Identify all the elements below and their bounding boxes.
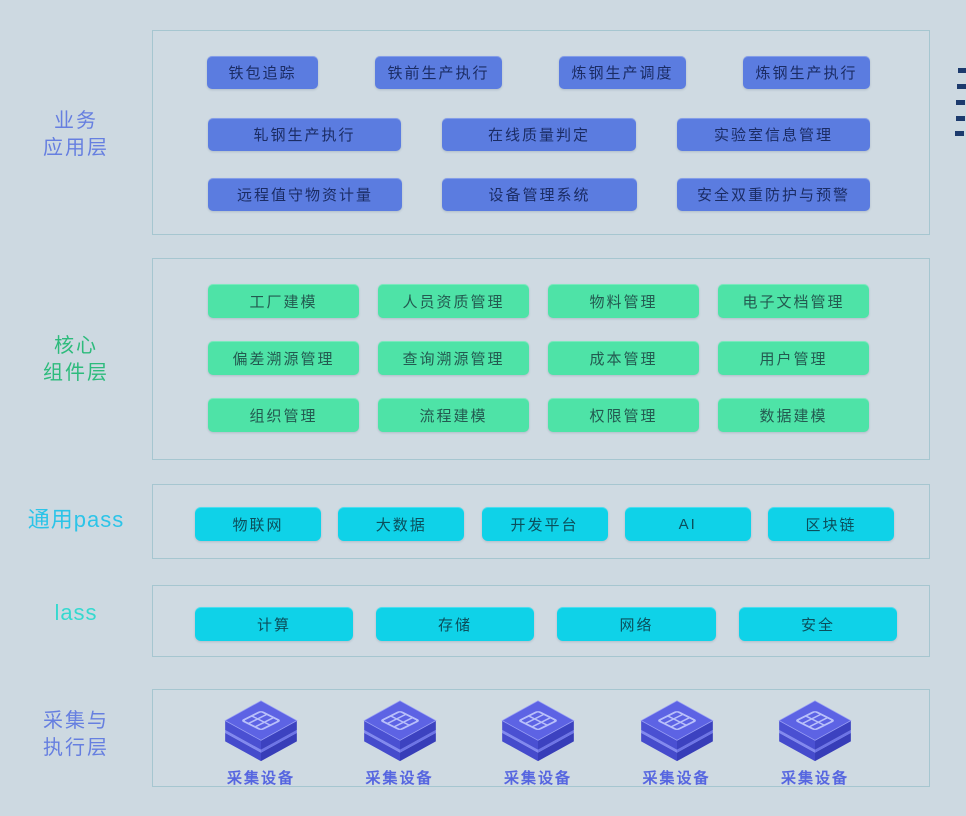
module-button[interactable]: 区块链 [768,507,894,541]
edge-dash-icon [957,84,966,89]
device-label: 采集设备 [226,770,295,787]
module-button[interactable]: 工厂建模 [208,284,359,318]
module-button[interactable]: 网络 [557,607,716,641]
edge-dash-icon [958,68,966,73]
module-button[interactable]: 人员资质管理 [378,284,529,318]
business-layer-label-line2: 应用层 [43,137,109,159]
module-button[interactable]: 数据建模 [718,398,869,432]
module-button[interactable]: 权限管理 [548,398,699,432]
module-button[interactable]: 设备管理系统 [442,178,637,211]
business-row-1: 铁包追踪 铁前生产执行 炼钢生产调度 炼钢生产执行 [207,56,870,89]
module-button[interactable]: 成本管理 [548,341,699,375]
module-button[interactable]: 开发平台 [481,507,608,541]
device-cube-icon [501,700,575,762]
core-layer-label-line1: 核心 [54,335,98,357]
iaas-row: 计算 存储 网络 安全 [195,607,897,641]
module-button[interactable]: 用户管理 [718,341,869,375]
edge-dash-icon [956,100,965,105]
device-layer-panel: 采集设备 采集设 [152,689,930,787]
module-button[interactable]: 安全双重防护与预警 [677,178,870,211]
module-button[interactable]: 炼钢生产调度 [559,56,686,89]
module-button[interactable]: 炼钢生产执行 [743,56,870,89]
business-row-3: 远程值守物资计量 设备管理系统 安全双重防护与预警 [208,178,870,211]
module-button[interactable]: 流程建模 [378,398,529,432]
core-layer-label-line2: 组件层 [43,362,109,384]
core-row-1: 工厂建模 人员资质管理 物料管理 电子文档管理 [208,284,869,318]
module-button[interactable]: 大数据 [338,507,465,541]
module-button[interactable]: 组织管理 [208,398,359,432]
module-button[interactable]: 轧钢生产执行 [208,118,401,151]
device-cube-icon [224,700,298,762]
module-button[interactable]: 安全 [739,607,897,641]
module-button[interactable]: AI [624,507,751,541]
device-item[interactable]: 采集设备 [213,697,309,788]
module-button[interactable]: 物联网 [195,507,321,541]
module-button[interactable]: 在线质量判定 [442,118,636,151]
paas-layer-panel: 物联网 大数据 开发平台 AI 区块链 [152,484,930,559]
device-layer-label-line1: 采集与 [43,710,109,732]
business-layer-label-line1: 业务 [54,110,98,132]
module-button[interactable]: 远程值守物资计量 [208,178,402,211]
module-button[interactable]: 计算 [195,607,353,641]
device-item[interactable]: 采集设备 [490,697,586,788]
edge-dash-icon [956,116,965,121]
device-label: 采集设备 [365,770,434,787]
core-layer-label: 核心 组件层 [0,333,152,387]
iaas-layer-panel: 计算 存储 网络 安全 [152,585,930,657]
device-cube-icon [362,700,437,762]
device-cube-icon [639,700,714,762]
business-layer-label: 业务 应用层 [0,108,152,162]
device-cube-icon [778,700,852,762]
business-layer-panel: 铁包追踪 铁前生产执行 炼钢生产调度 炼钢生产执行 轧钢生产执行 在线质量判定 … [152,30,930,235]
device-row: 采集设备 采集设 [213,697,863,788]
module-button[interactable]: 查询溯源管理 [378,341,529,375]
edge-dash-icon [955,131,964,136]
iaas-layer-label: lass [54,600,98,625]
device-item[interactable]: 采集设备 [767,697,863,788]
device-label: 采集设备 [780,770,849,787]
paas-row: 物联网 大数据 开发平台 AI 区块链 [195,507,894,541]
core-row-3: 组织管理 流程建模 权限管理 数据建模 [208,398,869,432]
module-button[interactable]: 偏差溯源管理 [208,341,359,375]
module-button[interactable]: 铁包追踪 [207,56,318,89]
paas-layer-label: 通用pass [27,507,125,532]
module-button[interactable]: 物料管理 [548,284,699,318]
device-layer-label-line2: 执行层 [43,737,109,759]
device-label: 采集设备 [642,770,711,787]
module-button[interactable]: 电子文档管理 [718,284,869,318]
device-layer-label: 采集与 执行层 [0,708,152,762]
module-button[interactable]: 实验室信息管理 [677,118,870,151]
device-label: 采集设备 [503,770,572,787]
device-item[interactable]: 采集设备 [352,697,448,788]
core-row-2: 偏差溯源管理 查询溯源管理 成本管理 用户管理 [208,341,869,375]
core-layer-panel: 工厂建模 人员资质管理 物料管理 电子文档管理 偏差溯源管理 查询溯源管理 成本… [152,258,930,460]
business-row-2: 轧钢生产执行 在线质量判定 实验室信息管理 [208,118,870,151]
device-item[interactable]: 采集设备 [629,697,725,788]
module-button[interactable]: 存储 [376,607,534,641]
module-button[interactable]: 铁前生产执行 [375,56,502,89]
